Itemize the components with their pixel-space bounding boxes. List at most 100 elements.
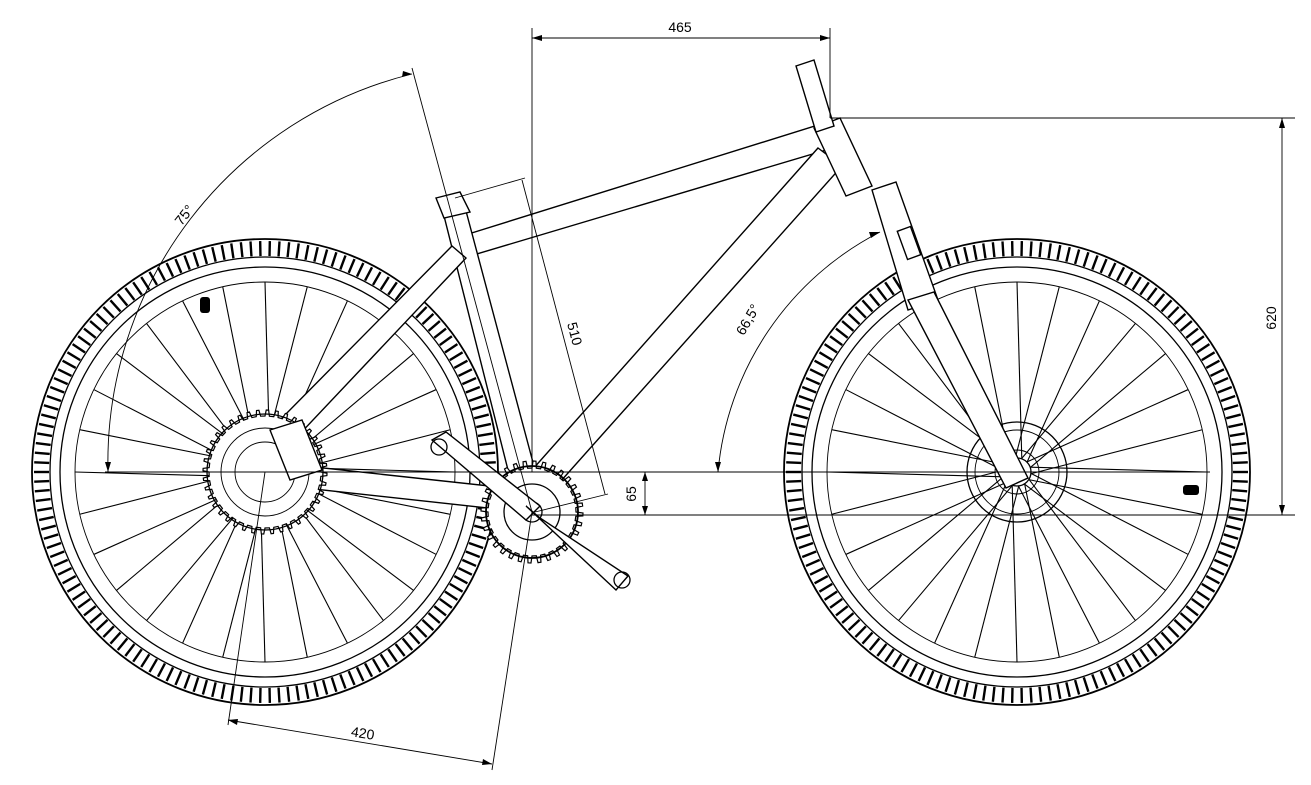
front-tread-knob bbox=[1209, 368, 1225, 378]
rear-tread-knob bbox=[321, 679, 329, 695]
rear-tread-knob bbox=[457, 368, 473, 378]
front-tread-knob bbox=[818, 351, 833, 362]
rear-tread-knob bbox=[449, 351, 464, 362]
rear-tread-knob bbox=[43, 533, 59, 540]
front-tread-knob bbox=[813, 575, 829, 585]
stack-arrow-top bbox=[1279, 118, 1285, 128]
rear-tread-knob bbox=[124, 643, 136, 657]
front-tread-knob bbox=[823, 590, 838, 601]
rear-tread-knob bbox=[427, 320, 441, 332]
rear-tread-knob bbox=[174, 670, 183, 686]
rear-tread-knob bbox=[40, 524, 57, 531]
seat-angle-arc bbox=[107, 73, 413, 473]
rear-tread-knob bbox=[387, 648, 398, 663]
rear-tread-knob bbox=[321, 249, 329, 265]
front-tread-knob bbox=[1146, 287, 1158, 301]
rear-tread-knob bbox=[102, 306, 115, 319]
rear-tread-knob bbox=[339, 255, 347, 270]
rear-tread-knob bbox=[140, 653, 151, 668]
front-tread-knob bbox=[944, 677, 952, 693]
front-tread-knob bbox=[868, 637, 881, 651]
front-tread-knob bbox=[1223, 533, 1239, 540]
front-tread-knob bbox=[900, 658, 911, 673]
front-tread-knob bbox=[1231, 497, 1247, 503]
front-tread-knob bbox=[1229, 432, 1245, 438]
rear-tread-knob bbox=[330, 251, 338, 267]
front-tread-knob bbox=[841, 320, 855, 332]
head-angle-arrow-top bbox=[869, 232, 880, 238]
head-angle-label: 66,5° bbox=[733, 301, 763, 337]
rear-tread-knob bbox=[34, 479, 50, 483]
rear-tread-knob bbox=[192, 251, 200, 267]
rear-tread-knob bbox=[461, 558, 477, 568]
rear-tread-knob bbox=[465, 550, 481, 559]
front-tread-knob bbox=[1056, 244, 1062, 261]
rear-tread-knob bbox=[355, 666, 365, 682]
stack-arrow-bottom bbox=[1279, 505, 1285, 515]
front-tread-knob bbox=[1099, 670, 1108, 686]
front-tread-knob bbox=[908, 662, 918, 678]
front-tread-knob bbox=[786, 451, 802, 456]
rear-tread-knob bbox=[433, 327, 447, 339]
rear-tread-knob bbox=[211, 246, 217, 262]
front-spoke bbox=[831, 469, 1004, 515]
front-spoke bbox=[898, 484, 1013, 621]
front-tread-knob bbox=[944, 251, 952, 267]
rear-tread-knob bbox=[83, 605, 97, 617]
front-tread-knob bbox=[953, 679, 961, 695]
seat-angle-arrow-bottom bbox=[105, 462, 111, 472]
front-tread-knob bbox=[935, 674, 943, 689]
front-tread-knob bbox=[1167, 625, 1180, 638]
bb-drop-arrow-bottom bbox=[642, 506, 648, 515]
rear-tread-knob bbox=[304, 683, 310, 700]
reach-arrow-left bbox=[532, 35, 542, 41]
front-tread-knob bbox=[1131, 276, 1142, 291]
rear-tread-knob bbox=[249, 687, 253, 703]
rear-tread-knob bbox=[71, 590, 86, 601]
front-tread-knob bbox=[892, 276, 903, 291]
front-tread-knob bbox=[991, 686, 996, 702]
front-spoke bbox=[831, 429, 1006, 465]
front-spoke bbox=[1014, 286, 1060, 459]
front-tread-knob bbox=[1001, 241, 1005, 257]
front-tread-knob bbox=[1107, 666, 1117, 682]
rear-tread-knob bbox=[249, 241, 253, 257]
reach-label: 465 bbox=[668, 19, 692, 35]
front-tread-knob bbox=[1065, 682, 1071, 698]
rear-tread-knob bbox=[449, 582, 464, 593]
front-tread-knob bbox=[1065, 246, 1071, 262]
rear-tread-knob bbox=[471, 404, 487, 411]
rear-tread-knob bbox=[347, 258, 356, 274]
front-tread-knob bbox=[795, 533, 811, 540]
front-tread-knob bbox=[1160, 631, 1173, 645]
front-tread-knob bbox=[1191, 597, 1205, 609]
rear-tread-knob bbox=[35, 441, 51, 447]
front-tread-knob bbox=[1232, 461, 1248, 465]
steerer bbox=[795, 59, 835, 133]
chainstay-arrow-rear bbox=[228, 719, 238, 725]
front-tread-knob bbox=[1232, 479, 1248, 483]
rear-tread-knob bbox=[444, 343, 459, 354]
front-spoke bbox=[1024, 483, 1060, 658]
front-tread-knob bbox=[798, 394, 814, 403]
bb-drop-arrow-top bbox=[642, 472, 648, 481]
pedal-axle-front bbox=[613, 571, 631, 589]
rear-tread-knob bbox=[37, 432, 53, 438]
rear-tread-knob bbox=[465, 385, 481, 394]
front-tread-knob bbox=[1116, 662, 1126, 678]
rear-tread-knob bbox=[387, 281, 398, 296]
front-spoke bbox=[974, 485, 1020, 658]
front-tread-knob bbox=[861, 631, 874, 645]
rear-tread-knob bbox=[330, 677, 338, 693]
rear-tread-knob bbox=[109, 631, 122, 645]
front-tread-knob bbox=[1213, 558, 1229, 568]
rear-tread-knob bbox=[347, 670, 356, 686]
pedal-axle-rear bbox=[430, 438, 448, 456]
rear-tread-knob bbox=[46, 541, 62, 550]
front-tread-knob bbox=[787, 441, 803, 447]
front-tread-knob bbox=[790, 422, 806, 429]
front-tread-knob bbox=[1160, 299, 1173, 313]
rear-tread-knob bbox=[183, 674, 191, 689]
rear-tread-knob bbox=[295, 243, 300, 259]
